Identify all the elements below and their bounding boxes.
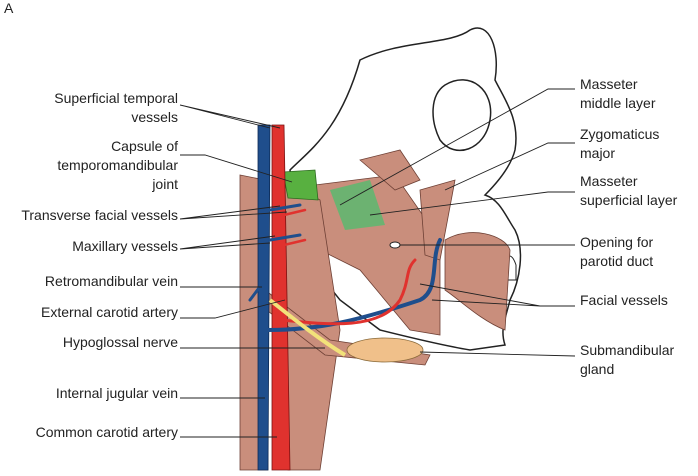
temporalis bbox=[359, 149, 421, 191]
label-line: vessels bbox=[131, 109, 178, 125]
label-zygomaticus-major: Zygomaticus major bbox=[580, 125, 659, 163]
orbit bbox=[432, 79, 492, 151]
label-submandibular-gland: Submandibular gland bbox=[580, 341, 674, 379]
label-masseter-middle-layer: Masseter middle layer bbox=[580, 75, 655, 113]
label-line: Superficial temporal bbox=[54, 90, 178, 106]
label-line: Zygomaticus bbox=[580, 126, 660, 142]
label-maxillary-vessels: Maxillary vessels bbox=[72, 238, 178, 254]
label-line: parotid duct bbox=[580, 253, 654, 269]
label-line: Masseter bbox=[580, 173, 638, 189]
masseter-middle-green bbox=[330, 180, 385, 230]
zygomaticus bbox=[419, 179, 456, 261]
buccinator bbox=[444, 232, 511, 331]
label-line: major bbox=[580, 145, 616, 161]
common-carotid-artery-shape bbox=[271, 124, 291, 471]
label-line: temporomandibular bbox=[57, 157, 178, 173]
label-retromandibular-vein: Retromandibular vein bbox=[44, 273, 178, 289]
label-line: joint bbox=[152, 176, 178, 192]
parotid-duct-opening bbox=[389, 241, 401, 249]
submandibular-gland bbox=[346, 337, 424, 363]
label-external-carotid-artery: External carotid artery bbox=[41, 304, 178, 320]
panel-letter: A bbox=[4, 0, 14, 16]
label-line: Capsule of bbox=[111, 138, 178, 154]
label-line: Opening for bbox=[580, 234, 654, 250]
label-hypoglossal-nerve: Hypoglossal nerve bbox=[62, 334, 178, 350]
label-line: gland bbox=[580, 361, 615, 377]
label-line: Submandibular bbox=[580, 342, 675, 358]
label-internal-jugular-vein: Internal jugular vein bbox=[55, 385, 178, 401]
label-capsule-tmj: Capsule of temporomandibular joint bbox=[57, 137, 178, 194]
leader-lines bbox=[179, 88, 576, 438]
label-line: middle layer bbox=[580, 95, 656, 111]
label-line: Masseter bbox=[580, 76, 638, 92]
hypoglossal-nerve bbox=[268, 298, 347, 357]
tmj-capsule bbox=[282, 169, 319, 201]
label-superficial-temporal-vessels: Superficial temporal vessels bbox=[54, 89, 178, 127]
internal-jugular-vein-shape bbox=[257, 124, 271, 471]
label-opening-parotid-duct: Opening for parotid duct bbox=[580, 233, 653, 271]
label-line: superficial layer bbox=[580, 192, 678, 208]
label-common-carotid-artery: Common carotid artery bbox=[35, 424, 178, 440]
label-masseter-superficial-layer: Masseter superficial layer bbox=[580, 172, 677, 210]
label-facial-vessels: Facial vessels bbox=[580, 292, 668, 308]
label-transverse-facial-vessels: Transverse facial vessels bbox=[21, 207, 178, 223]
